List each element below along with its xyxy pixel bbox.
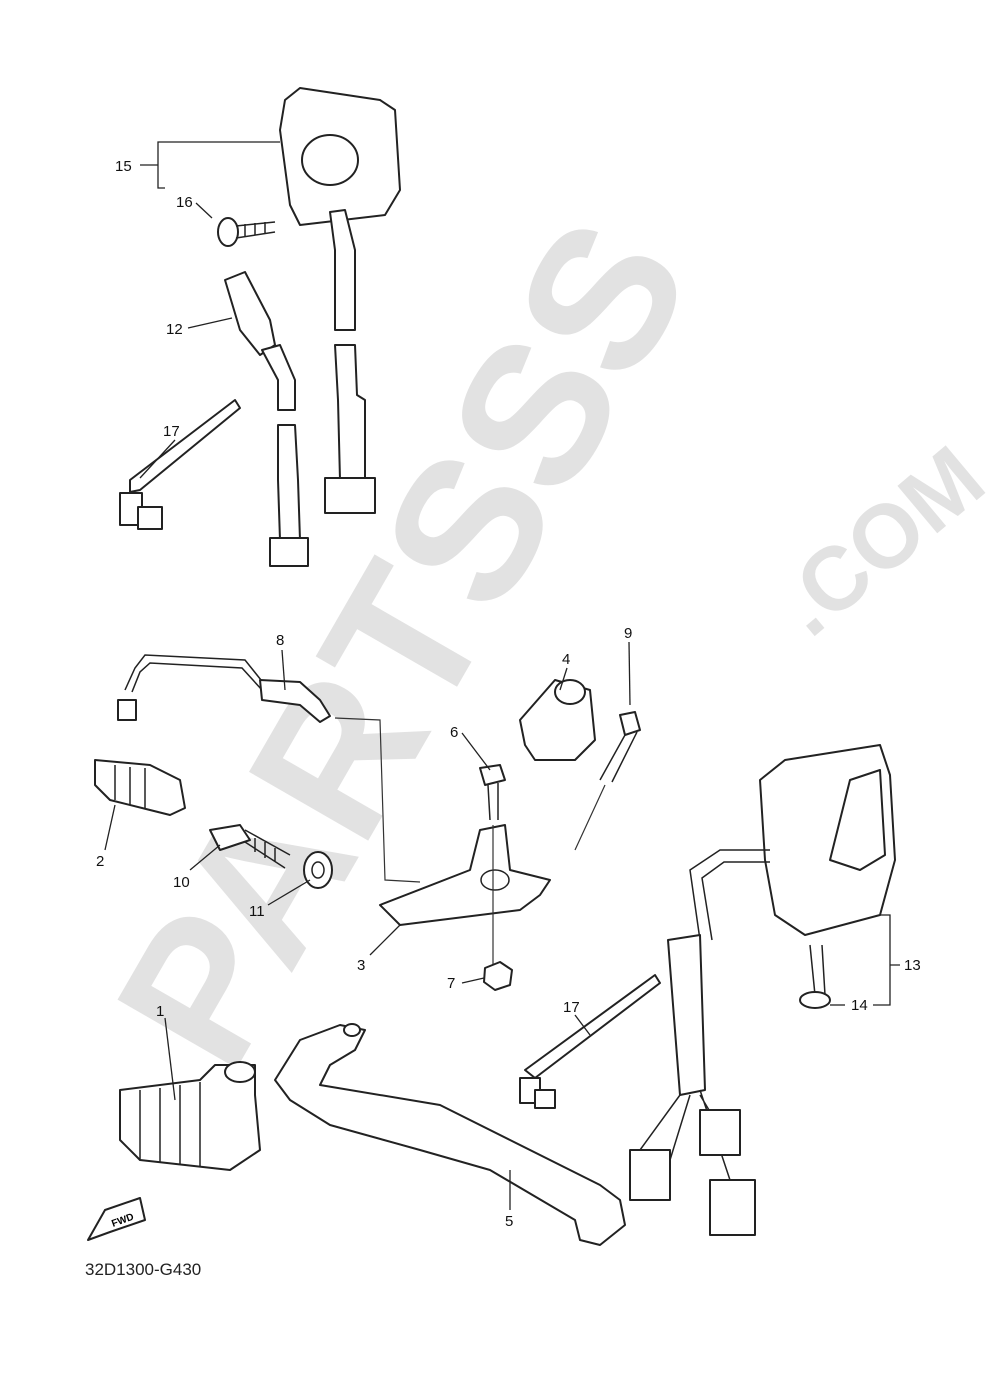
callout-12: 12 <box>166 321 183 338</box>
callout-8: 8 <box>276 632 284 649</box>
callout-10: 10 <box>173 874 190 891</box>
part-8-clutch-switch <box>117 654 421 883</box>
callout-7: 7 <box>447 975 455 992</box>
part-2-cover <box>94 759 186 816</box>
part-5-clutch-lever <box>274 1023 626 1246</box>
callout-5: 5 <box>505 1213 513 1230</box>
part-6-bolt <box>479 764 506 965</box>
callout-2: 2 <box>96 853 104 870</box>
part-13-handlebar-switch-right <box>629 744 896 1236</box>
callout-1: 1 <box>156 1003 164 1020</box>
part-7-nut <box>483 961 513 991</box>
callout-16: 16 <box>176 194 193 211</box>
callout-6: 6 <box>450 724 458 741</box>
callout-4: 4 <box>562 651 570 668</box>
callout-13: 13 <box>904 957 921 974</box>
callout-9: 9 <box>624 625 632 642</box>
leader-lines <box>104 141 900 1210</box>
part-10-adjuster <box>209 824 291 869</box>
callout-17-lower: 17 <box>563 999 580 1016</box>
callout-15: 15 <box>115 158 132 175</box>
part-9-bolt <box>574 711 641 851</box>
part-17-cable-tie-upper <box>119 399 241 530</box>
callout-3: 3 <box>357 957 365 974</box>
callout-14: 14 <box>851 997 868 1014</box>
part-14-screw <box>799 944 831 1009</box>
part-17-cable-tie-lower <box>519 974 661 1109</box>
fwd-arrow-icon: FWD <box>87 1197 146 1241</box>
callout-17: 17 <box>163 423 180 440</box>
callout-labels: 15 16 12 17 8 9 4 6 2 10 11 3 7 1 5 17 1… <box>96 158 921 1230</box>
part-4-clamp <box>519 679 596 761</box>
part-15-handlebar-switch <box>279 87 401 514</box>
part-1-lever-perch <box>119 1061 261 1171</box>
part-12-switch <box>224 271 309 567</box>
part-16-screw <box>217 217 276 247</box>
svg-text:.COM: .COM <box>759 428 1000 656</box>
part-3-lever-holder <box>379 824 551 926</box>
callout-11: 11 <box>249 903 265 920</box>
part-11-washer <box>303 851 333 889</box>
diagram-code: 32D1300-G430 <box>85 1260 202 1279</box>
